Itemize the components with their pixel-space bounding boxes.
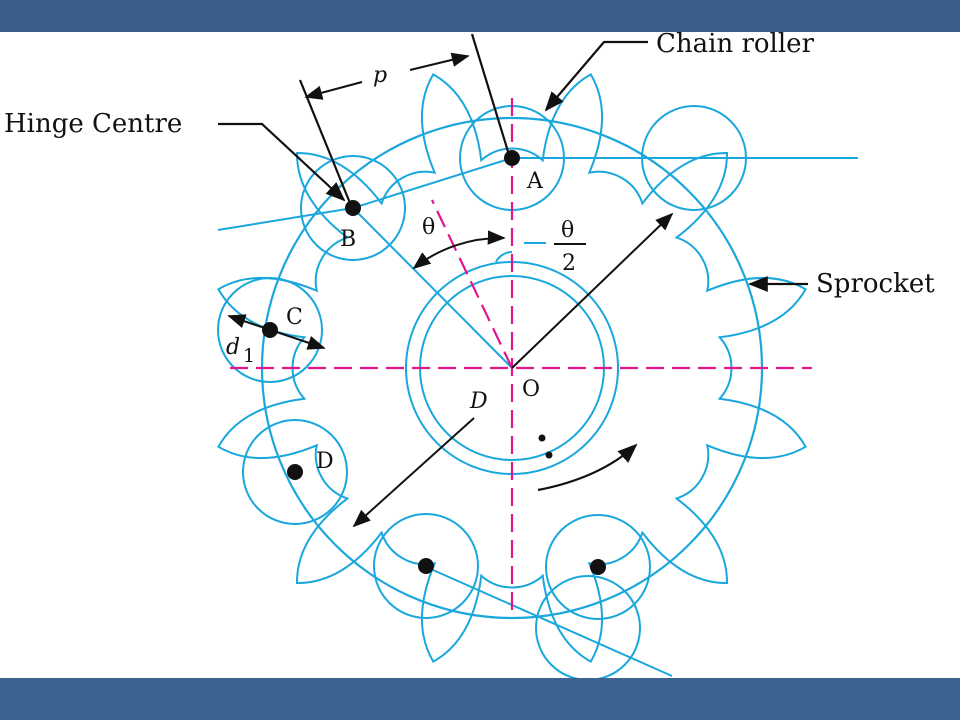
sprocket-teeth	[217, 73, 807, 663]
pitch-arrow-left	[304, 81, 363, 100]
roller-centre-b	[345, 200, 361, 216]
roller-centre-a	[504, 150, 520, 166]
half-theta-arc	[495, 251, 513, 263]
point-c-label: C	[286, 305, 303, 330]
hinge-centre-leader	[218, 122, 346, 202]
roller-diameter-dimension	[227, 314, 326, 350]
diameter-arrow-lower	[352, 417, 475, 528]
roller-seated-2	[300, 155, 406, 261]
centre-label: O	[522, 377, 540, 402]
point-b-label: B	[340, 227, 356, 252]
pitch-diameter-label: D	[469, 389, 488, 414]
line-ob	[352, 207, 513, 369]
roller-diameter-subscript: 1	[243, 345, 255, 367]
half-theta-numerator: θ	[561, 218, 574, 243]
point-d-label: D	[316, 449, 334, 474]
roller-centre-bottom-left	[418, 558, 434, 574]
bottom-band	[0, 678, 960, 720]
chain-roller-label: Chain roller	[656, 29, 815, 59]
roller-centre-bottom-right	[590, 559, 606, 575]
roller-seated-4	[242, 419, 348, 525]
rotation-arrow	[537, 443, 638, 492]
hinge-centre-label: Hinge Centre	[4, 109, 182, 139]
sprocket-outline	[217, 73, 807, 663]
hub-dot-2	[545, 451, 553, 459]
chain-line-bottom	[423, 565, 673, 677]
roller-centre-d	[287, 464, 303, 480]
chain-line-left	[217, 207, 354, 231]
pitch-label: p	[373, 63, 387, 88]
roller-diameter-label: d	[226, 335, 240, 360]
theta-label: θ	[422, 215, 435, 240]
roller-seated-5	[373, 513, 479, 619]
theta-arc	[412, 230, 506, 270]
pitch-extension-a	[470, 33, 512, 159]
hub-dot-1	[538, 434, 546, 442]
sprocket-label: Sprocket	[816, 269, 935, 299]
pitch-extension-b	[298, 79, 354, 209]
half-theta-denominator: 2	[562, 251, 576, 276]
roller-free-2	[535, 575, 641, 681]
centre-lines	[230, 98, 812, 612]
chain-link-ab	[352, 157, 513, 209]
radius-arrow-upper	[511, 212, 674, 369]
chain-roller-leader	[544, 40, 648, 112]
point-a-label: A	[526, 169, 544, 194]
roller-seated-6	[545, 514, 651, 620]
pitch-arrow-right	[409, 52, 470, 71]
top-band	[0, 0, 960, 32]
